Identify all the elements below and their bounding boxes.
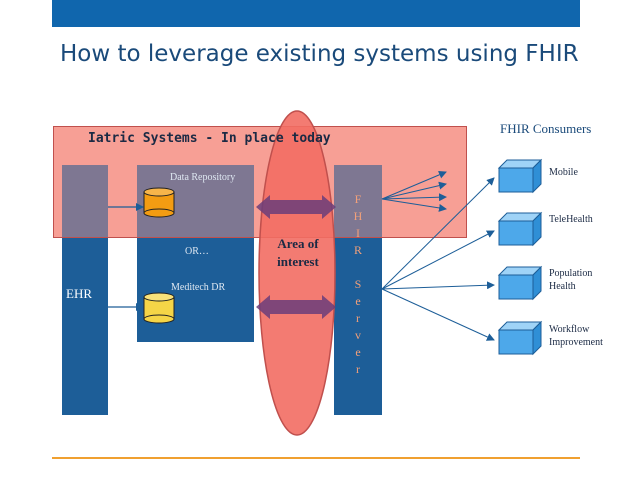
ehr-system bbox=[62, 165, 108, 415]
fhir-server-label: F H I R S e r v e r bbox=[353, 192, 363, 376]
footer-accent-line bbox=[52, 457, 580, 459]
mobile-cube-icon bbox=[497, 158, 543, 194]
consumer-label-workflow-improvement: Workflow Improvement bbox=[549, 324, 603, 348]
iatric-systems-overlay bbox=[53, 126, 467, 238]
ehr-label: EHR bbox=[66, 286, 92, 301]
fhir-to-consumer-arrows bbox=[381, 177, 495, 341]
area-of-interest-label: Area of interest bbox=[277, 236, 319, 269]
population-health-cube-icon bbox=[497, 265, 543, 301]
double-arrow-bottom bbox=[256, 295, 336, 319]
fhir-server bbox=[334, 165, 382, 415]
header-bar bbox=[52, 0, 580, 27]
data-repository-label: Data Repository bbox=[170, 172, 236, 183]
data-repository-database-icon bbox=[143, 187, 175, 218]
area-of-interest-ellipse bbox=[258, 110, 336, 436]
telehealth-cube-icon bbox=[497, 211, 543, 247]
iatric-systems-region bbox=[53, 126, 467, 238]
slide-title: How to leverage existing systems using F… bbox=[60, 41, 579, 67]
consumer-label-mobile: Mobile bbox=[549, 167, 578, 178]
meditech-dr-label: Meditech DR bbox=[171, 282, 226, 293]
double-arrow-top bbox=[256, 195, 336, 219]
or-label: OR… bbox=[185, 246, 209, 257]
consumer-label-telehealth: TeleHealth bbox=[549, 214, 593, 225]
fhir-consumers-title: FHIR Consumers bbox=[500, 121, 592, 136]
meditech-database-icon bbox=[143, 292, 175, 324]
fhir-fan-arrows bbox=[381, 171, 447, 212]
workflow-improvement-cube-icon bbox=[497, 320, 543, 356]
consumer-label-population-health: Population Health bbox=[549, 268, 593, 292]
iatric-systems-label: Iatric Systems - In place today bbox=[88, 131, 331, 146]
